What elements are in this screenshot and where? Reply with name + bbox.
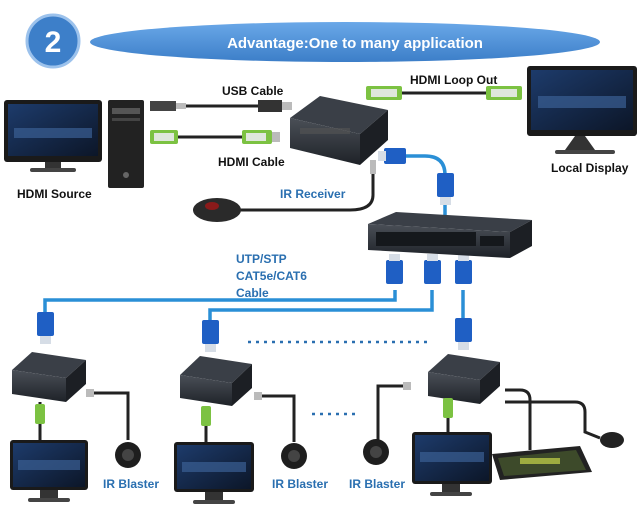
- label-ir-blaster-2: IR Blaster: [272, 477, 328, 491]
- usb-cable: [150, 100, 292, 112]
- usb-keyboard-mouse-cables: [505, 388, 601, 450]
- rj45-connector-switch-top: [437, 173, 454, 205]
- rj45-connector-switch-1: [386, 254, 403, 284]
- transmitter-box: [290, 96, 388, 165]
- label-ir-blaster-3: IR Blaster: [349, 477, 405, 491]
- label-utp-line2: CAT5e/CAT6: [236, 269, 307, 283]
- rj45-connector-rx1: [37, 312, 54, 344]
- local-display-monitor: [527, 66, 637, 154]
- labels: USB Cable HDMI Cable HDMI Loop Out HDMI …: [17, 73, 629, 491]
- hdmi-cable: [150, 130, 280, 144]
- label-hdmi-loop-out: HDMI Loop Out: [410, 73, 497, 87]
- receiver-box-3: [428, 354, 500, 404]
- rj45-connector-switch-2: [424, 254, 441, 284]
- header-number: 2: [45, 26, 62, 59]
- header-title: Advantage:One to many application: [227, 35, 483, 52]
- ir-receiver: [193, 160, 376, 222]
- network-switch: [368, 212, 532, 258]
- label-hdmi-source: HDMI Source: [17, 187, 92, 201]
- rj45-connector-rx3: [455, 318, 472, 350]
- receiver-hdmi-leads: [35, 398, 453, 442]
- ir-blaster-cables: [92, 384, 405, 442]
- dotted-separators: [248, 340, 428, 416]
- remote-monitor-1: [10, 440, 88, 502]
- label-ir-receiver: IR Receiver: [280, 187, 346, 201]
- remote-monitor-2: [174, 442, 254, 504]
- label-hdmi-cable: HDMI Cable: [218, 155, 285, 169]
- rj45-connectors: [37, 148, 472, 352]
- label-local-display: Local Display: [551, 161, 629, 175]
- remote-monitor-3: [412, 432, 492, 496]
- mouse: [600, 432, 624, 448]
- label-usb-cable: USB Cable: [222, 84, 284, 98]
- hdmi-loop-out-cable: [366, 86, 522, 100]
- label-ir-blaster-1: IR Blaster: [103, 477, 159, 491]
- pc-tower: [108, 100, 144, 188]
- receiver-box-1: [12, 352, 86, 402]
- hdmi-source-monitor: [4, 100, 102, 172]
- keyboard: [492, 446, 592, 480]
- label-utp-line1: UTP/STP: [236, 252, 287, 266]
- rj45-connector-receiver: [378, 148, 406, 164]
- rj45-connector-rx2: [202, 320, 219, 352]
- ir-blaster-jacks: [86, 382, 411, 400]
- header-title-banner: Advantage:One to many application: [90, 22, 600, 62]
- ir-blaster-devices: [115, 439, 389, 469]
- receiver-box-2: [180, 356, 252, 406]
- label-utp-line3: Cable: [236, 286, 269, 300]
- header-number-badge: 2: [25, 13, 81, 69]
- rj45-connector-switch-3: [455, 254, 472, 284]
